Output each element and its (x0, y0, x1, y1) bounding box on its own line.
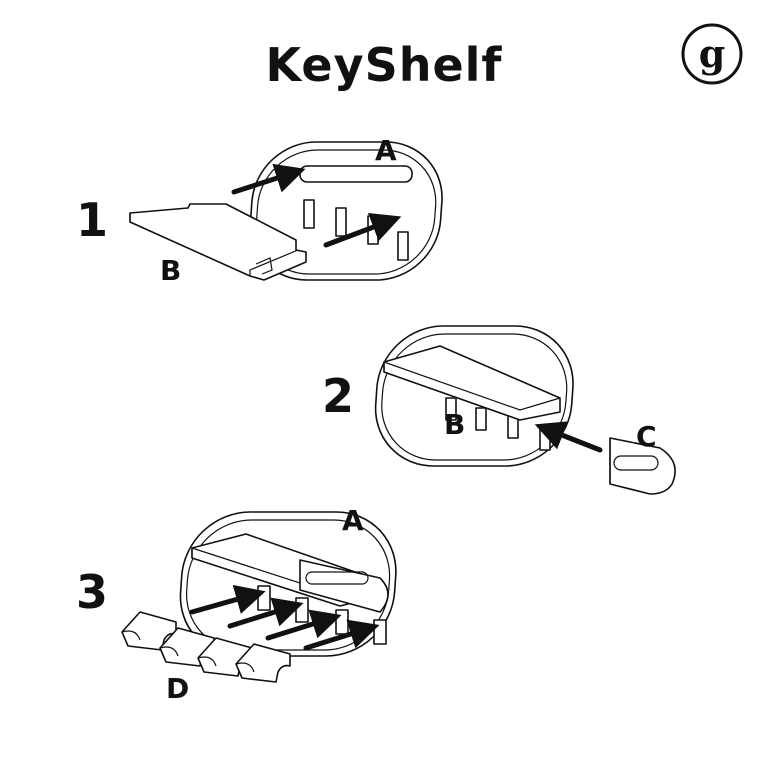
step-3: 3 A D (76, 504, 400, 705)
step-2: 2 B C (322, 326, 675, 494)
part-a-with-shelf (371, 326, 577, 466)
step-2-label-c: C (636, 420, 657, 453)
part-a-assembled (176, 512, 400, 656)
step-1: 1 A B (76, 134, 446, 287)
step-1-label-b: B (160, 254, 181, 287)
step-1-label-a: A (375, 134, 397, 167)
step-1-number: 1 (76, 193, 108, 247)
step-3-label-a: A (342, 504, 364, 537)
step-2-number: 2 (322, 369, 354, 423)
step-3-number: 3 (76, 565, 108, 619)
step-3-label-d: D (166, 672, 189, 705)
step-2-label-b: B (444, 408, 465, 441)
